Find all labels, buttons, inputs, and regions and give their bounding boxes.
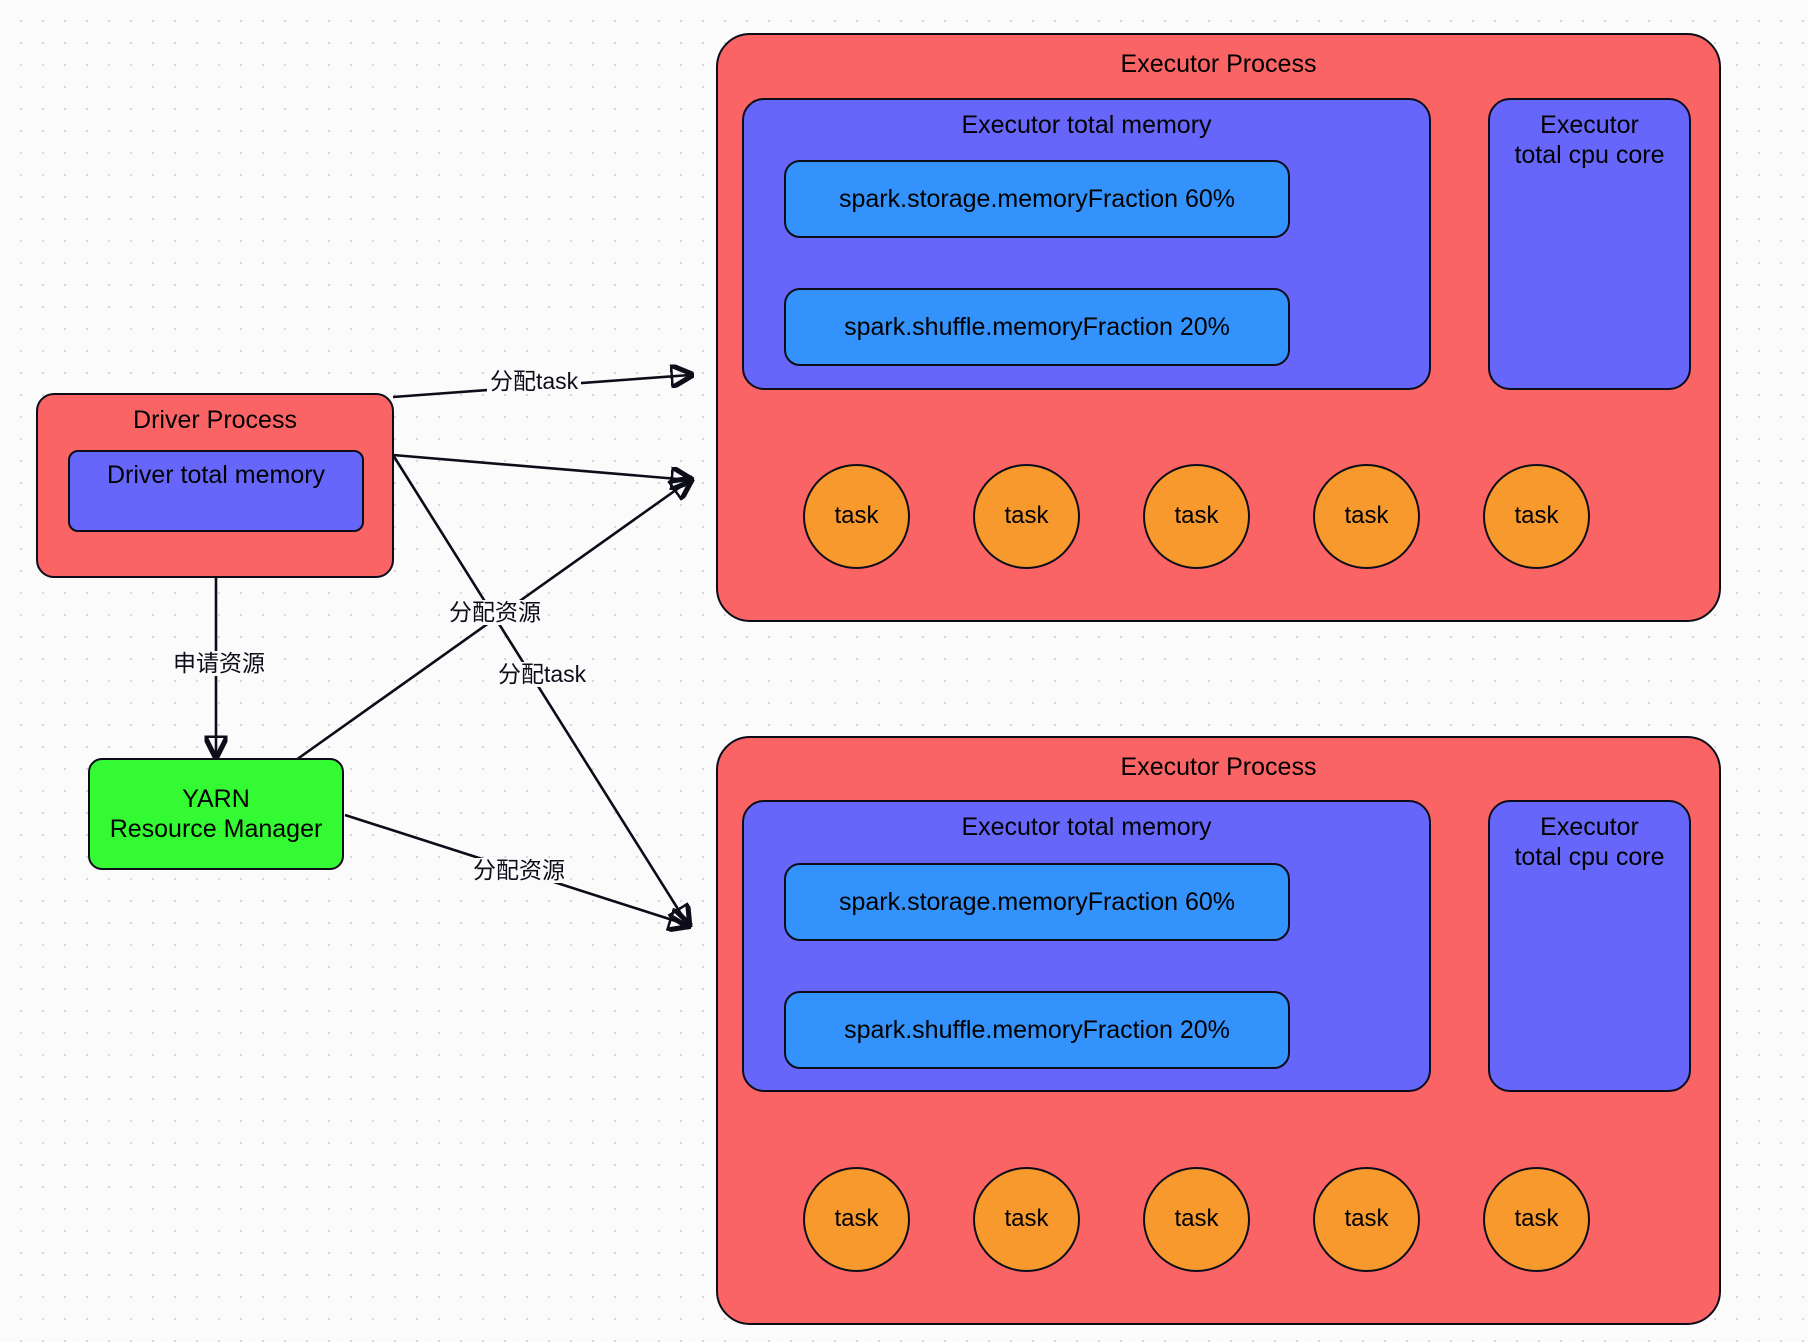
edge-label-allocate-task-1: 分配task xyxy=(487,369,582,394)
task-label: task xyxy=(834,1205,879,1233)
task-node[interactable]: task xyxy=(973,1167,1080,1272)
edge-label-allocate-resource-1: 分配资源 xyxy=(446,600,544,625)
driver-total-memory-label: Driver total memory xyxy=(106,461,326,489)
driver-process-label: Driver Process xyxy=(133,406,297,434)
task-node[interactable]: task xyxy=(803,1167,910,1272)
executor-total-memory-label-1: Executor total memory xyxy=(961,111,1212,139)
edge-driver-to-exec1-task2 xyxy=(392,453,690,480)
storage-memory-fraction-box-2[interactable]: spark.storage.memoryFraction 60% xyxy=(784,863,1290,941)
task-label: task xyxy=(1514,502,1559,530)
driver-total-memory-box[interactable]: Driver total memory xyxy=(68,450,364,532)
storage-memory-fraction-label-1: spark.storage.memoryFraction 60% xyxy=(839,185,1235,213)
task-label: task xyxy=(1004,1205,1049,1233)
task-label: task xyxy=(1344,502,1389,530)
executor-total-cpu-core-label-2: Executor total cpu core xyxy=(1514,813,1665,871)
task-node[interactable]: task xyxy=(1143,464,1250,569)
task-label: task xyxy=(834,502,879,530)
executor-total-cpu-core-box-1[interactable]: Executor total cpu core xyxy=(1488,98,1691,390)
task-node[interactable]: task xyxy=(1483,1167,1590,1272)
task-label: task xyxy=(1344,1205,1389,1233)
edge-label-request-resource: 申请资源 xyxy=(170,651,268,676)
task-label: task xyxy=(1174,502,1219,530)
task-node[interactable]: task xyxy=(1483,464,1590,569)
task-label: task xyxy=(1514,1205,1559,1233)
shuffle-memory-fraction-box-1[interactable]: spark.shuffle.memoryFraction 20% xyxy=(784,288,1290,366)
task-node[interactable]: task xyxy=(1143,1167,1250,1272)
shuffle-memory-fraction-box-2[interactable]: spark.shuffle.memoryFraction 20% xyxy=(784,991,1290,1069)
yarn-resource-manager-label: YARN Resource Manager xyxy=(109,785,323,843)
task-node[interactable]: task xyxy=(1313,1167,1420,1272)
executor-total-cpu-core-box-2[interactable]: Executor total cpu core xyxy=(1488,800,1691,1092)
storage-memory-fraction-box-1[interactable]: spark.storage.memoryFraction 60% xyxy=(784,160,1290,238)
task-node[interactable]: task xyxy=(1313,464,1420,569)
executor-total-cpu-core-label-1: Executor total cpu core xyxy=(1514,111,1665,169)
task-node[interactable]: task xyxy=(803,464,910,569)
task-node[interactable]: task xyxy=(973,464,1080,569)
shuffle-memory-fraction-label-1: spark.shuffle.memoryFraction 20% xyxy=(844,313,1230,341)
executor-process-label-2: Executor Process xyxy=(1120,753,1317,781)
task-label: task xyxy=(1004,502,1049,530)
executor-process-label-1: Executor Process xyxy=(1120,50,1317,78)
yarn-resource-manager-box[interactable]: YARN Resource Manager xyxy=(88,758,344,870)
shuffle-memory-fraction-label-2: spark.shuffle.memoryFraction 20% xyxy=(844,1016,1230,1044)
edge-label-allocate-resource-2: 分配资源 xyxy=(470,858,568,883)
executor-total-memory-label-2: Executor total memory xyxy=(961,813,1212,841)
storage-memory-fraction-label-2: spark.storage.memoryFraction 60% xyxy=(839,888,1235,916)
edge-driver-to-exec2-task xyxy=(391,454,688,925)
task-label: task xyxy=(1174,1205,1219,1233)
edge-label-allocate-task-2: 分配task xyxy=(495,662,590,687)
